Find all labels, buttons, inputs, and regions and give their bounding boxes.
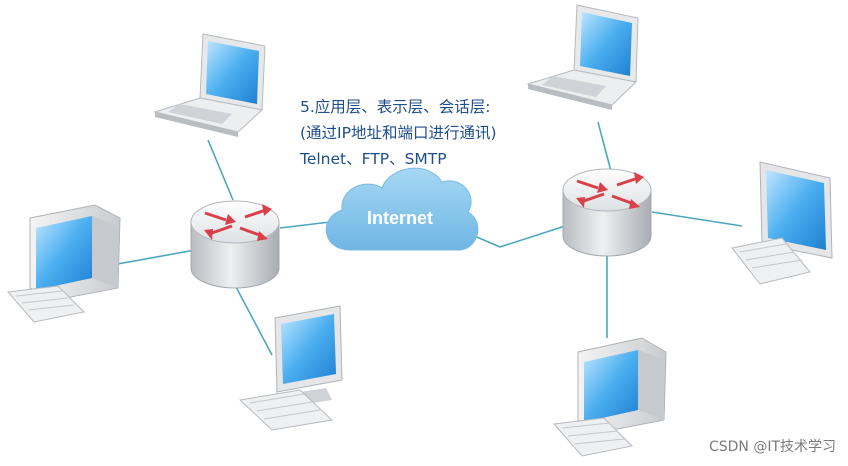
link-router-right-monitor-right [651, 211, 743, 227]
link-router-left-cloud [279, 221, 331, 229]
desktop-computer-left [7, 204, 121, 323]
router-arrows-icon [576, 172, 644, 209]
layer-caption: 5.应用层、表示层、会话层: (通过IP地址和端口进行通讯) Telnet、FT… [300, 94, 497, 172]
laptop-top-left [153, 33, 266, 137]
caption-line-1: 5.应用层、表示层、会话层: [300, 98, 491, 116]
router-arrows-icon [204, 204, 272, 241]
internet-cloud: Internet [325, 167, 479, 251]
monitor-right [731, 161, 833, 285]
caption-line-3: Telnet、FTP、SMTP [300, 150, 447, 168]
connection-lines [111, 121, 743, 356]
caption-line-2: (通过IP地址和端口进行通讯) [300, 124, 497, 142]
link-router-left-monitor-bottom [234, 284, 273, 356]
laptop-top-right [526, 4, 639, 110]
link-router-right-laptop [597, 121, 613, 176]
link-cloud-router-right-2 [499, 225, 566, 248]
watermark: CSDN @IT技术学习 [708, 439, 836, 455]
router-right [562, 168, 652, 257]
cloud-label: Internet [367, 208, 433, 228]
link-router-left-laptop [207, 139, 234, 201]
router-left [190, 200, 280, 289]
monitor-bottom-left [238, 305, 343, 431]
link-router-left-desktop-left [111, 249, 196, 266]
desktop-computer-bottom-right [552, 337, 667, 457]
